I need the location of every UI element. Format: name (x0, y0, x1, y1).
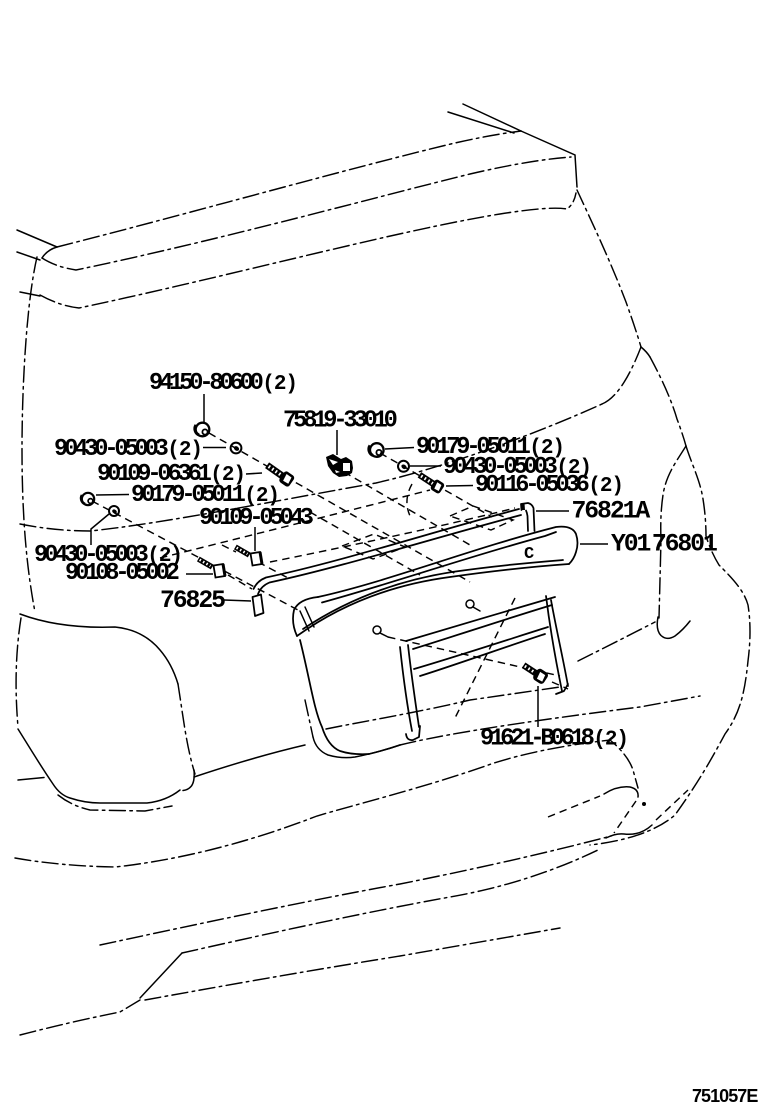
svg-text:90430-05003(2): 90430-05003(2) (34, 542, 182, 569)
svg-text:90179-05011(2): 90179-05011(2) (416, 434, 564, 461)
svg-text:75819-33010: 75819-33010 (283, 408, 397, 435)
svg-text:90430-05003(2): 90430-05003(2) (54, 436, 202, 463)
svg-text:94150-80600(2): 94150-80600(2) (149, 370, 297, 397)
svg-text:90179-05011(2): 90179-05011(2) (131, 482, 279, 509)
svg-text:C: C (524, 545, 534, 564)
svg-text:91621-B0618(2): 91621-B0618(2) (480, 726, 628, 753)
svg-text:90109-05043: 90109-05043 (199, 505, 314, 532)
svg-text:90109-06361(2): 90109-06361(2) (97, 461, 245, 488)
svg-text:76821A: 76821A (572, 497, 651, 525)
svg-text:751057E: 751057E (692, 1086, 758, 1106)
svg-text:90108-05002: 90108-05002 (65, 560, 179, 587)
svg-text:90116-05036(2): 90116-05036(2) (475, 472, 623, 499)
svg-text:76825: 76825 (160, 587, 225, 615)
svg-text:90430-05003(2): 90430-05003(2) (443, 454, 591, 481)
